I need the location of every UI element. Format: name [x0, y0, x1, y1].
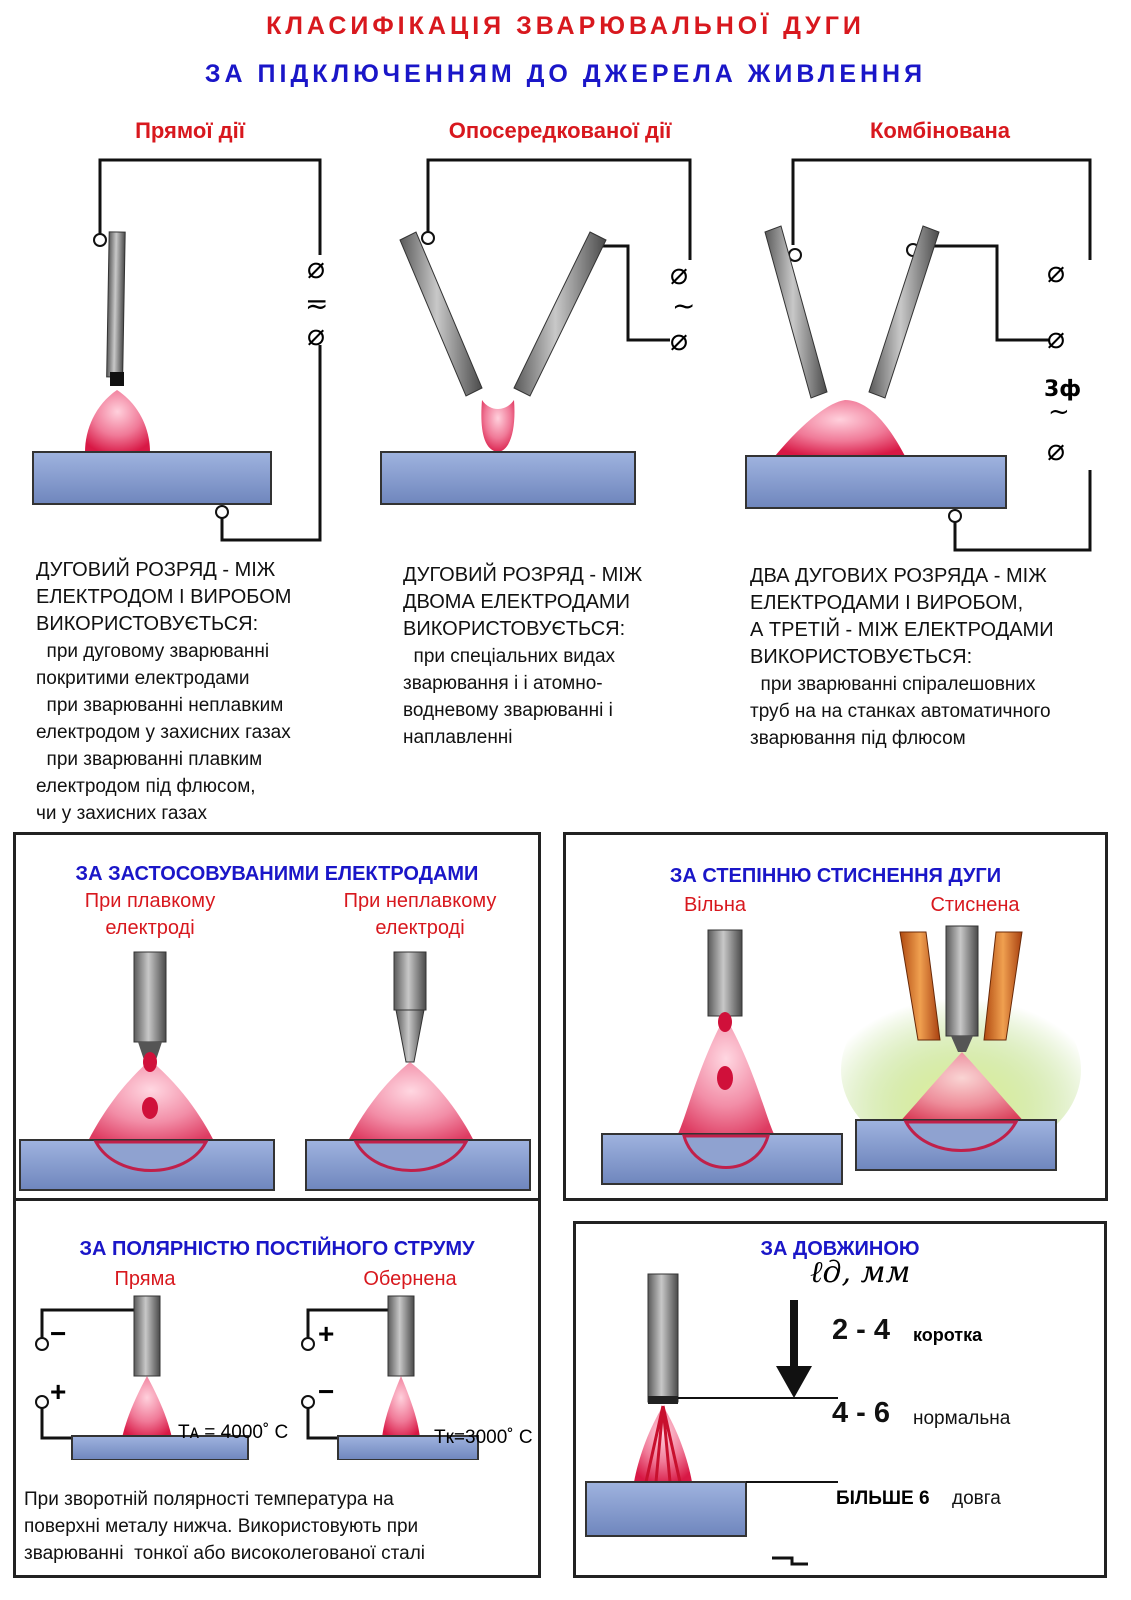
svg-text:⌀: ⌀: [307, 318, 325, 353]
polarity-diagram: [35, 1295, 479, 1460]
plus-terminal-straight: +: [50, 1376, 67, 1407]
direct-desc: ДУГОВИЙ РОЗРЯД - МІЖ ЕЛЕКТРОДОМ І ВИРОБО…: [36, 559, 292, 635]
short-label: коротка: [913, 1325, 983, 1345]
acdc-symbol-direct: ≂: [305, 287, 328, 320]
straight-polarity-label: Пряма: [114, 1268, 176, 1290]
length-unit-label: ℓд, мм: [810, 1255, 911, 1290]
compressed-arc-label: Стиснена: [930, 894, 1020, 916]
svg-text:⌀: ⌀: [1047, 321, 1065, 356]
cathode-temperature: Tк=3000˚ C: [434, 1427, 533, 1448]
label-indirect: Опосередкованої дії: [448, 118, 672, 143]
anode-temperature: Tᴀ = 4000˚ C: [178, 1422, 289, 1443]
combined-arc-diagram: ⌀ ⌀ ⌀ 3ф ~: [745, 158, 1092, 552]
compression-diagram: [601, 925, 1081, 1185]
electrodes-diagram: [19, 951, 531, 1191]
combined-desc: ДВА ДУГОВИХ РОЗРЯДА - МІЖ ЕЛЕКТРОДАМИ І …: [750, 565, 1054, 668]
free-arc-label: Вільна: [683, 894, 747, 916]
combined-uses: при зварюванні спіралешовних труб на на …: [750, 674, 1051, 749]
normal-label: нормальна: [913, 1408, 1011, 1429]
svg-text:⌀: ⌀: [1047, 433, 1065, 468]
long-label: довга: [952, 1488, 1001, 1509]
direct-uses: при дуговому зварюванні покритими електр…: [36, 641, 291, 824]
consumable-label: При плавкому електроді: [84, 890, 216, 939]
polarity-note: При зворотній полярності температура на …: [24, 1489, 426, 1564]
normal-range: 4 - 6: [832, 1397, 891, 1429]
svg-text:⌀: ⌀: [670, 323, 688, 358]
page-title: КЛАСИФІКАЦІЯ ЗВАРЮВАЛЬНОЇ ДУГИ: [266, 12, 865, 40]
polarity-panel: [13, 1198, 541, 1578]
reverse-polarity-label: Обернена: [363, 1268, 457, 1290]
direct-arc-diagram: ⌀ ⌀ ≂: [32, 158, 328, 542]
compression-title: ЗА СТЕПІННЮ СТИСНЕННЯ ДУГИ: [669, 865, 1002, 887]
plus-terminal-reverse: +: [318, 1318, 335, 1349]
label-direct: Прямої дії: [135, 118, 245, 143]
short-range: 2 - 4: [832, 1314, 891, 1346]
svg-text:⌀: ⌀: [1047, 255, 1065, 290]
nonconsumable-label: При неплавкому електроді: [343, 890, 497, 939]
ac-symbol-indirect: ~: [672, 289, 695, 322]
indirect-arc-diagram: ⌀ ⌀ ~: [380, 158, 695, 505]
three-phase-label: 3ф: [1044, 377, 1081, 402]
polarity-title: ЗА ПОЛЯРНІСТЮ ПОСТІЙНОГО СТРУМУ: [79, 1238, 475, 1260]
svg-text:⌀: ⌀: [307, 251, 325, 286]
label-combined: Комбінована: [870, 118, 1010, 143]
minus-terminal-reverse: −: [318, 1376, 335, 1407]
page-subtitle: ЗА ПІДКЛЮЧЕННЯМ ДО ДЖЕРЕЛА ЖИВЛЕННЯ: [204, 60, 927, 88]
indirect-desc: ДУГОВИЙ РОЗРЯД - МІЖ ДВОМА ЕЛЕКТРОДАМИ В…: [403, 564, 643, 640]
indirect-uses: при спеціальних видах зварювання і і ато…: [403, 646, 616, 748]
electrodes-title: ЗА ЗАСТОСОВУВАНИМИ ЕЛЕКТРОДАМИ: [75, 863, 479, 885]
length-title: ЗА ДОВЖИНОЮ: [760, 1238, 920, 1260]
length-diagram: [585, 1273, 838, 1566]
ac-symbol-combined: ~: [1048, 397, 1070, 427]
svg-text:⌀: ⌀: [670, 257, 688, 292]
long-range: БІЛЬШЕ 6: [836, 1488, 930, 1509]
minus-terminal-straight: −: [50, 1318, 67, 1349]
